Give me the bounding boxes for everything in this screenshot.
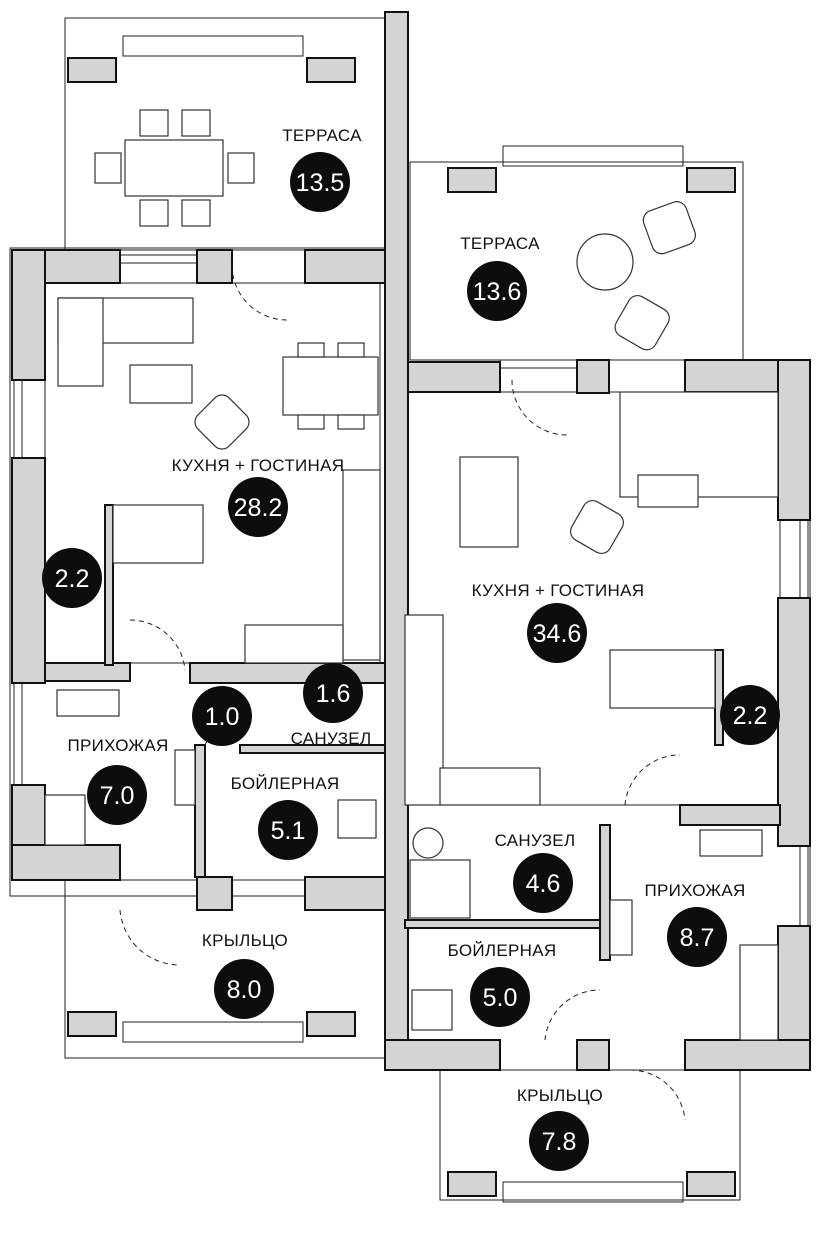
area-badge: [42, 548, 102, 608]
furniture: [44, 109, 779, 1041]
room-kitchen-living-right: КУХНЯ + ГОСТИНАЯ 34.6: [472, 581, 645, 663]
room-area: 4.6: [526, 870, 561, 898]
area-badge: [470, 967, 530, 1027]
room-name: БОЙЛЕРНАЯ: [231, 774, 340, 793]
room-name: КРЫЛЬЦО: [202, 931, 288, 950]
room-name: ПРИХОЖАЯ: [644, 881, 745, 900]
area-badge: [214, 959, 274, 1019]
area-badge: [258, 800, 318, 860]
room-area: 13.6: [473, 278, 522, 306]
room-area: 8.0: [227, 976, 262, 1004]
area-badge: [228, 477, 288, 537]
terrace-pillars: [67, 57, 736, 1197]
room-name: САНУЗЕЛ: [291, 729, 372, 748]
area-badge: [720, 685, 780, 745]
room-hall-small-left: 1.0: [192, 686, 252, 746]
room-area: 1.0: [205, 703, 240, 731]
room-area: 7.8: [542, 1128, 577, 1156]
room-bathroom-left: 1.6 САНУЗЕЛ: [291, 663, 372, 748]
room-name: САНУЗЕЛ: [495, 831, 576, 850]
room-area: 2.2: [55, 565, 90, 593]
area-badge: [192, 686, 252, 746]
room-name: ПРИХОЖАЯ: [67, 736, 168, 755]
room-entrance-hall-left: ПРИХОЖАЯ 7.0: [67, 736, 168, 825]
area-badge: [290, 152, 350, 212]
area-badge: [87, 765, 147, 825]
area-badge: [527, 603, 587, 663]
area-badge: [467, 261, 527, 321]
room-porch-left: КРЫЛЬЦО 8.0: [202, 931, 288, 1019]
room-name: БОЙЛЕРНАЯ: [448, 941, 557, 960]
room-name: ТЕРРАСА: [460, 234, 540, 253]
area-badge: [529, 1111, 589, 1171]
room-area: 1.6: [316, 680, 351, 708]
room-area: 5.1: [271, 817, 306, 845]
room-terrace-left: ТЕРРАСА 13.5: [282, 126, 362, 212]
room-name: КУХНЯ + ГОСТИНАЯ: [472, 581, 645, 600]
area-badge: [513, 853, 573, 913]
room-area: 7.0: [100, 782, 135, 810]
area-badge: [303, 663, 363, 723]
area-badge: [667, 907, 727, 967]
room-area: 34.6: [533, 620, 582, 648]
room-boiler-left: БОЙЛЕРНАЯ 5.1: [231, 774, 340, 860]
room-area: 5.0: [483, 984, 518, 1012]
room-entrance-hall-right: ПРИХОЖАЯ 8.7: [644, 881, 745, 967]
room-porch-right: КРЫЛЬЦО 7.8: [517, 1086, 603, 1171]
room-storage-left: 2.2: [42, 548, 102, 608]
room-storage-right: 2.2: [720, 685, 780, 745]
room-name: КРЫЛЬЦО: [517, 1086, 603, 1105]
room-kitchen-living-left: КУХНЯ + ГОСТИНАЯ 28.2: [172, 456, 345, 537]
room-name: КУХНЯ + ГОСТИНАЯ: [172, 456, 345, 475]
room-area: 28.2: [234, 494, 283, 522]
room-terrace-right: ТЕРРАСА 13.6: [460, 234, 540, 321]
room-area: 8.7: [680, 924, 715, 952]
room-area: 2.2: [733, 702, 768, 730]
room-name: ТЕРРАСА: [282, 126, 362, 145]
room-area: 13.5: [296, 169, 345, 197]
room-boiler-right: БОЙЛЕРНАЯ 5.0: [448, 941, 557, 1027]
room-bathroom-right: САНУЗЕЛ 4.6: [495, 831, 576, 913]
